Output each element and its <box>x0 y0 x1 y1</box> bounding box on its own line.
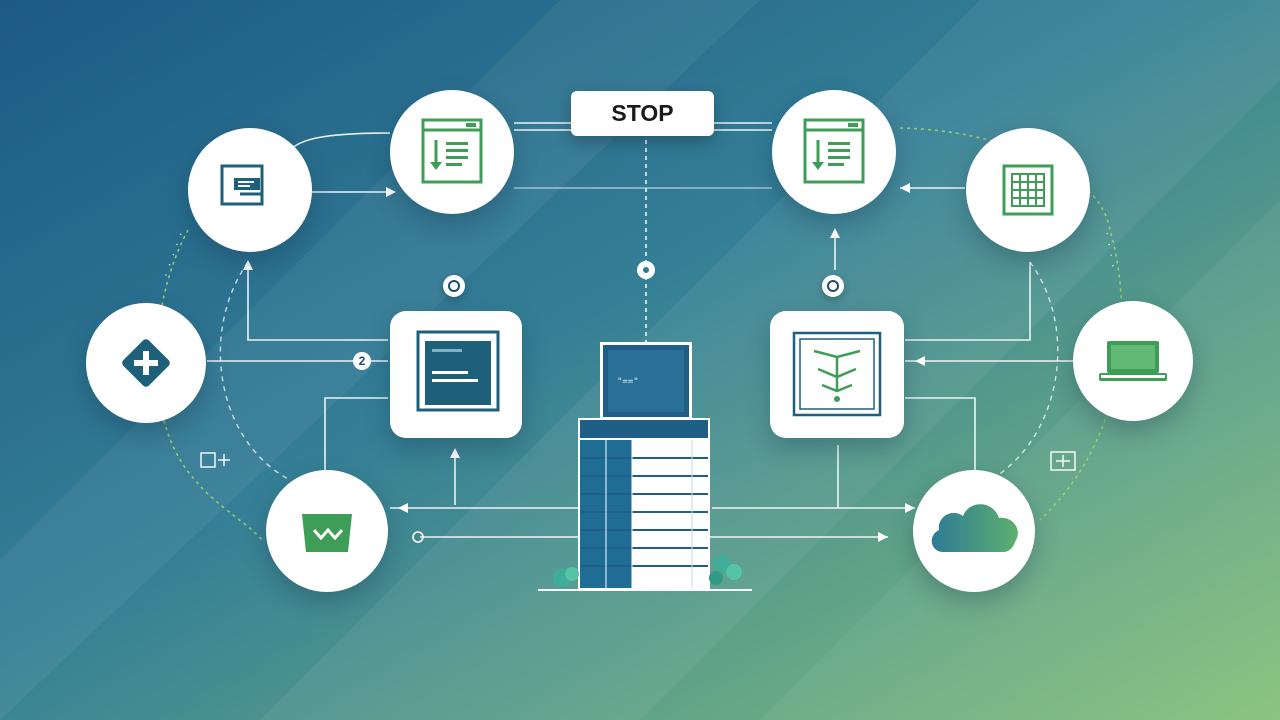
cloud-icon <box>931 504 1018 552</box>
node-spreadsheet[interactable] <box>966 128 1090 252</box>
node-laptop[interactable] <box>1073 301 1193 421</box>
small-screen-icon-right <box>1050 451 1076 471</box>
spreadsheet-grid-icon <box>1002 164 1054 216</box>
node-cloud[interactable] <box>913 470 1035 592</box>
connector-ring-left <box>443 275 465 297</box>
stop-label: STOP <box>571 91 714 136</box>
checkmark-box-icon <box>302 514 352 552</box>
node-document-transfer[interactable] <box>188 128 312 252</box>
browser-window-icon <box>416 330 500 412</box>
connector-ring-right <box>822 275 844 297</box>
node-download-list-left[interactable] <box>390 90 514 214</box>
small-screen-icon-left <box>200 452 230 468</box>
node-add-item[interactable] <box>86 303 206 423</box>
network-map-icon <box>792 331 882 417</box>
node-network-map[interactable] <box>770 311 904 438</box>
server-database-icon[interactable] <box>540 340 750 592</box>
node-browser-window[interactable] <box>390 311 522 438</box>
plus-diamond-icon <box>122 339 170 387</box>
download-list-icon <box>803 118 865 184</box>
node-download-list-right[interactable] <box>772 90 896 214</box>
document-transfer-icon <box>220 164 264 206</box>
download-list-icon <box>421 118 483 184</box>
laptop-icon <box>1099 341 1167 381</box>
node-approve[interactable] <box>266 470 388 592</box>
connector-badge: 2 <box>353 352 371 370</box>
server-screen-caption: "==" <box>617 377 639 387</box>
